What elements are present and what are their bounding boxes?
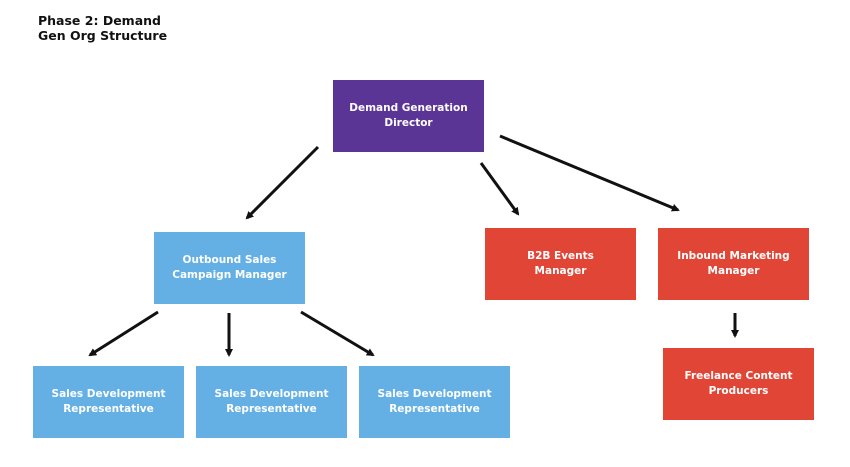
node-inbound-marketing-manager: Inbound Marketing Manager: [658, 228, 809, 300]
node-outbound-sales-campaign-manager: Outbound Sales Campaign Manager: [154, 232, 305, 304]
node-label-line-1: Demand Generation: [349, 102, 468, 114]
node-label-line-1: Outbound Sales: [182, 254, 277, 266]
node-freelance-content-producers: Freelance Content Producers: [663, 348, 814, 420]
arrow-outbound-to-sdr3: [300, 310, 375, 357]
node-label-line-2: Representative: [389, 403, 480, 415]
arrow-director-to-outbound: [245, 145, 320, 220]
diagram-title-line-1: Phase 2: Demand: [38, 13, 161, 28]
node-b2b-events-manager: B2B Events Manager: [485, 228, 636, 300]
arrow-director-to-b2b: [479, 162, 520, 216]
node-label-line-1: Freelance Content: [684, 370, 793, 382]
node-label-line-2: Representative: [63, 403, 154, 415]
arrow-outbound-to-sdr1: [88, 310, 159, 357]
node-label-line-2: Manager: [534, 265, 587, 277]
node-label-line-1: Sales Development: [377, 388, 492, 400]
node-label-line-2: Campaign Manager: [172, 269, 287, 281]
node-label-line-2: Manager: [707, 265, 760, 277]
node-sales-development-representative-3: Sales Development Representative: [359, 366, 510, 438]
node-label-line-2: Producers: [708, 385, 769, 397]
node-label-line-2: Representative: [226, 403, 317, 415]
arrow-director-to-inbound: [499, 134, 680, 212]
node-sales-development-representative-1: Sales Development Representative: [33, 366, 184, 438]
node-demand-generation-director: Demand Generation Director: [333, 80, 484, 152]
node-label-line-1: Inbound Marketing: [677, 250, 790, 262]
node-sales-development-representative-2: Sales Development Representative: [196, 366, 347, 438]
diagram-title-line-2: Gen Org Structure: [38, 28, 168, 43]
node-label-line-1: Sales Development: [214, 388, 329, 400]
node-label-line-1: B2B Events: [527, 250, 594, 262]
diagram-title: Phase 2: Demand Gen Org Structure: [38, 13, 167, 43]
node-label-line-2: Director: [384, 117, 433, 129]
node-label-line-1: Sales Development: [51, 388, 166, 400]
